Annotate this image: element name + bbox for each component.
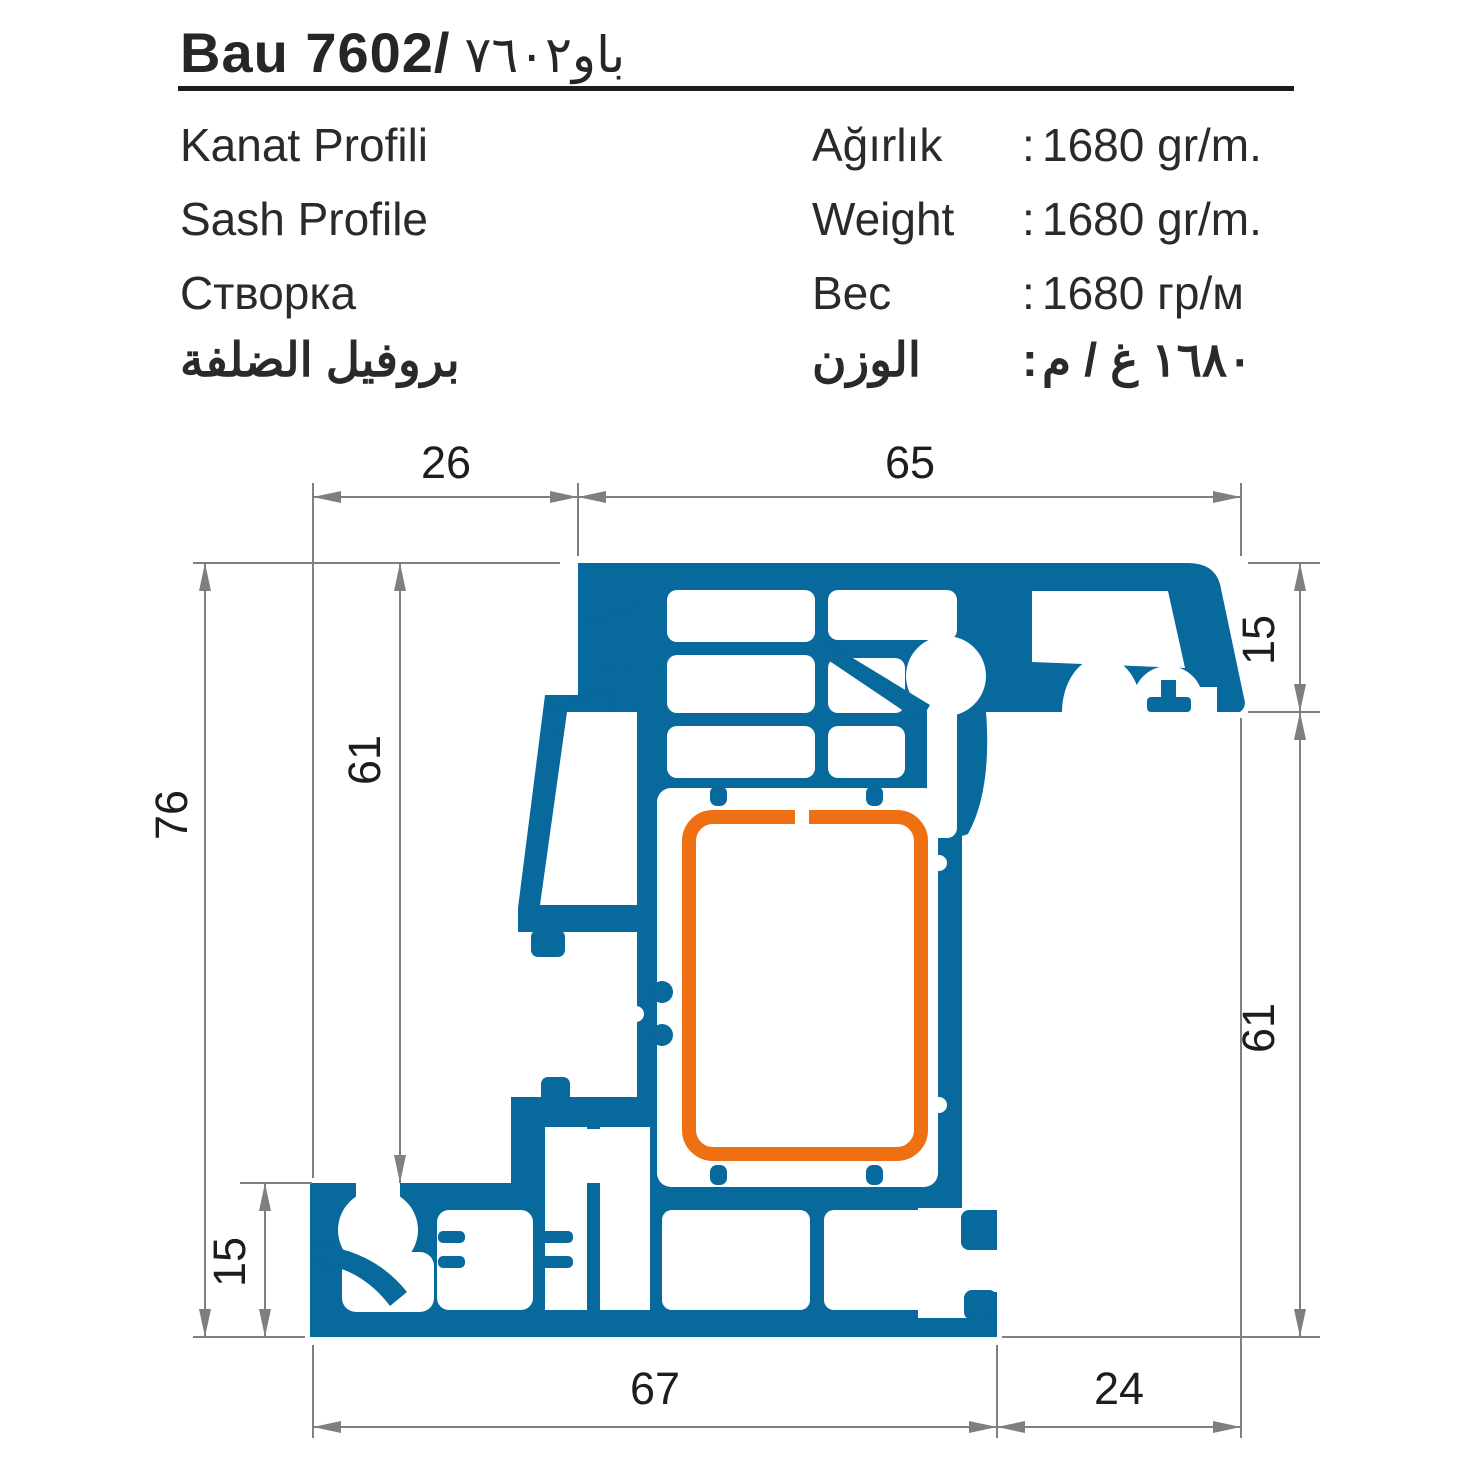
bead-groove-hook <box>531 930 565 957</box>
profile-chambers <box>338 590 1217 1318</box>
profile-name-en: Sash Profile <box>180 193 429 245</box>
dim-61-left: 61 <box>339 735 390 785</box>
profile-name-tr: Kanat Profili <box>180 119 429 171</box>
steel-cavity <box>657 788 938 1187</box>
colon: : <box>1022 333 1038 386</box>
weight-label-ar: الوزن <box>812 333 921 386</box>
profile-code-arabic: باو٧٦٠٢ <box>464 27 626 83</box>
dim-24: 24 <box>1094 1363 1144 1414</box>
weight-label-en: Weight <box>812 193 955 245</box>
dim-15-left: 15 <box>204 1237 255 1287</box>
weight-label-tr: Ağırlık <box>812 119 943 171</box>
gasket-pocket-tongue <box>310 1244 407 1306</box>
colon: : <box>1022 267 1035 319</box>
dimension-labels: 26 65 67 24 76 61 15 15 61 <box>146 437 1284 1414</box>
title-underline <box>178 86 1294 91</box>
profile-name-ru: Створка <box>180 267 357 319</box>
dimension-lines <box>193 483 1320 1438</box>
colon: : <box>1022 119 1035 171</box>
weight-value-en: 1680 gr/m. <box>1042 193 1262 245</box>
bead-groove-stub <box>541 1077 570 1103</box>
dim-26: 26 <box>421 437 471 488</box>
weight-value-ru: 1680 гр/м <box>1042 267 1244 319</box>
page-title: Bau 7602/ باو٧٦٠٢ <box>180 20 625 85</box>
steel-reinforcement <box>682 806 928 1161</box>
dim-15-right: 15 <box>1233 615 1284 665</box>
colon: : <box>1022 193 1035 245</box>
dim-67: 67 <box>630 1363 680 1414</box>
profile-name-ar: بروفيل الضلفة <box>180 333 460 386</box>
dim-76: 76 <box>146 790 197 840</box>
profile-details <box>310 643 1191 1320</box>
dim-61-right: 61 <box>1233 1003 1284 1053</box>
weight-label-ru: Вес <box>812 267 892 319</box>
profile-left-lip <box>578 588 642 626</box>
dimension-arrows <box>199 491 1306 1433</box>
weight-value-tr: 1680 gr/m. <box>1042 119 1262 171</box>
weight-value-ar: ١٦٨٠ غ / م <box>1042 333 1253 386</box>
profile-code: Bau 7602/ <box>180 21 451 84</box>
dim-65: 65 <box>885 437 935 488</box>
hardware-groove-lip <box>950 712 988 837</box>
